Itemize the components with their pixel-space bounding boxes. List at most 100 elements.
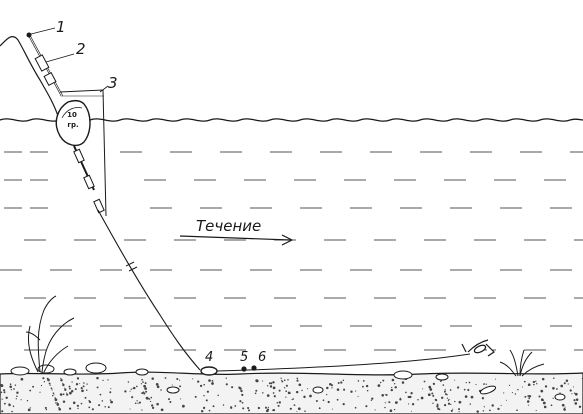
stipple-dot bbox=[240, 389, 243, 393]
stipple-dot bbox=[514, 393, 517, 395]
riverbed-stipple bbox=[0, 376, 583, 413]
stipple-dot bbox=[444, 393, 447, 396]
stipple-dot bbox=[48, 382, 51, 385]
stipple-dot bbox=[553, 377, 555, 379]
stipple-dot bbox=[69, 391, 72, 395]
stipple-dot bbox=[470, 395, 474, 399]
stipple-dot bbox=[342, 402, 345, 406]
stipple-dot bbox=[151, 406, 155, 410]
stipple-dot bbox=[458, 408, 460, 411]
stipple-dot bbox=[85, 389, 88, 391]
stipple-dot bbox=[160, 408, 164, 412]
stipple-dot bbox=[285, 384, 288, 387]
stipple-dot bbox=[32, 385, 35, 388]
stipple-dot bbox=[60, 378, 63, 382]
stipple-dot bbox=[107, 379, 109, 381]
stipple-dot bbox=[0, 391, 3, 394]
stipple-dot bbox=[20, 377, 24, 381]
stipple-dot bbox=[203, 395, 205, 397]
stipple-dot bbox=[20, 399, 22, 401]
stipple-dot bbox=[239, 400, 242, 403]
stipple-dot bbox=[281, 380, 284, 383]
stipple-dot bbox=[410, 410, 412, 412]
stipple-dot bbox=[138, 401, 141, 404]
stipple-dot bbox=[50, 387, 53, 390]
stipple-dot bbox=[454, 379, 456, 381]
stipple-dot bbox=[297, 407, 301, 411]
stipple-dot bbox=[169, 401, 172, 403]
stipple-dot bbox=[411, 403, 415, 406]
stipple-dot bbox=[384, 406, 386, 409]
stipple-dot bbox=[101, 400, 104, 402]
stipple-dot bbox=[564, 406, 566, 408]
stipple-dot bbox=[171, 384, 173, 386]
stipple-dot bbox=[129, 390, 131, 392]
stipple-dot bbox=[70, 390, 74, 393]
stipple-dot bbox=[80, 402, 83, 405]
stipple-dot bbox=[164, 377, 167, 379]
stipple-dot bbox=[230, 406, 233, 409]
water-plant-right bbox=[499, 349, 545, 377]
float-stem bbox=[73, 145, 105, 214]
stipple-dot bbox=[53, 394, 55, 396]
stipple-dot bbox=[428, 385, 432, 389]
stipple-dot bbox=[465, 381, 467, 384]
stipple-dot bbox=[483, 383, 485, 385]
stipple-dot bbox=[440, 380, 442, 383]
stipple-dot bbox=[497, 407, 500, 411]
stipple-dot bbox=[401, 381, 405, 384]
stipple-dot bbox=[29, 407, 31, 409]
stipple-dot bbox=[447, 402, 451, 405]
stopper-b bbox=[251, 365, 257, 371]
stipple-dot bbox=[357, 395, 359, 397]
stipple-dot bbox=[432, 402, 434, 404]
stipple-dot bbox=[206, 390, 209, 393]
stipple-dot bbox=[13, 388, 15, 390]
stipple-dot bbox=[145, 396, 149, 400]
stipple-dot bbox=[436, 403, 439, 406]
stipple-dot bbox=[62, 383, 65, 387]
stipple-dot bbox=[357, 380, 360, 382]
stipple-dot bbox=[1, 398, 3, 400]
stipple-dot bbox=[254, 392, 257, 395]
stipple-dot bbox=[225, 377, 227, 379]
stipple-dot bbox=[318, 407, 321, 410]
stipple-dot bbox=[156, 402, 159, 406]
stipple-dot bbox=[102, 379, 104, 382]
stipple-dot bbox=[39, 391, 41, 393]
stipple-dot bbox=[336, 398, 339, 401]
stipple-dot bbox=[527, 383, 531, 387]
stipple-dot bbox=[393, 408, 396, 411]
stipple-dot bbox=[365, 384, 369, 388]
stipple-dot bbox=[143, 384, 146, 388]
stipple-dot bbox=[362, 385, 364, 388]
stipple-dot bbox=[574, 402, 578, 405]
stipple-dot bbox=[280, 377, 282, 379]
stipple-dot bbox=[62, 400, 66, 403]
stipple-dot bbox=[365, 405, 368, 408]
stipple-dot bbox=[443, 403, 447, 407]
stipple-dot bbox=[129, 408, 131, 410]
stipple-dot bbox=[387, 401, 389, 403]
stipple-dot bbox=[135, 385, 138, 388]
water-surface bbox=[0, 118, 583, 122]
stipple-dot bbox=[573, 399, 576, 402]
stipple-dot bbox=[208, 379, 211, 382]
stipple-dot bbox=[408, 403, 410, 405]
stipple-dot bbox=[533, 383, 535, 386]
stipple-dot bbox=[293, 404, 296, 406]
stipple-dot bbox=[296, 379, 299, 382]
stipple-dot bbox=[288, 392, 291, 395]
stipple-dot bbox=[3, 389, 6, 392]
stipple-dot bbox=[517, 388, 519, 391]
water-dashes bbox=[0, 151, 583, 351]
stipple-dot bbox=[556, 388, 558, 390]
stipple-dot bbox=[75, 382, 79, 386]
stipple-dot bbox=[389, 409, 393, 412]
stipple-dot bbox=[379, 381, 382, 384]
stipple-dot bbox=[436, 405, 439, 408]
arrow-right-icon bbox=[179, 234, 294, 246]
stipple-dot bbox=[266, 385, 269, 387]
stopper-a bbox=[241, 366, 247, 372]
